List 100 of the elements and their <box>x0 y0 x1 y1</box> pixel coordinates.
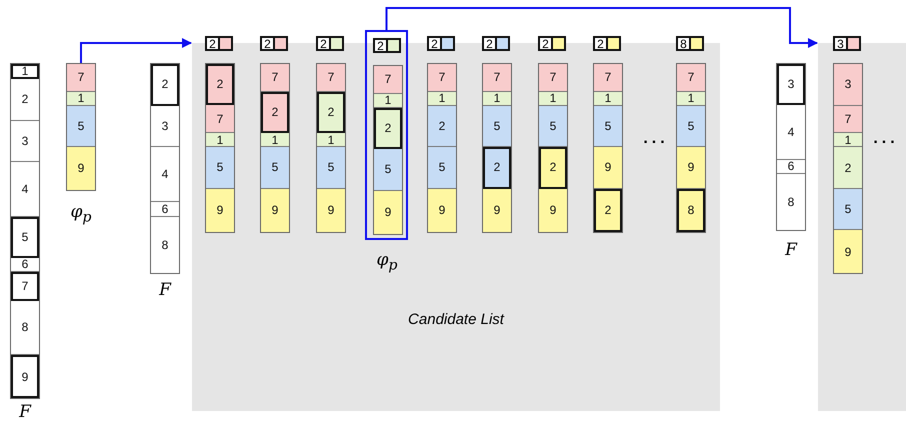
key-tag <box>538 36 566 51</box>
number-cell: 7 <box>594 64 622 92</box>
number-cell: 6 <box>11 258 39 272</box>
number-cell: 5 <box>206 147 234 189</box>
number-cell: 8 <box>677 188 705 232</box>
ellipsis: ... <box>873 130 899 148</box>
key-tag <box>316 36 344 51</box>
number-cell: 3 <box>834 64 862 106</box>
key-tag <box>260 36 288 51</box>
key-digit: 3 <box>836 38 845 49</box>
number-cell: 9 <box>317 188 345 232</box>
number-cell: 1 <box>317 133 345 148</box>
key-tag <box>373 38 401 53</box>
number-cell: 9 <box>539 188 567 232</box>
number-cell: 6 <box>151 202 179 217</box>
cell-stack <box>150 63 180 274</box>
number-cell: 1 <box>677 92 705 106</box>
cell-stack <box>593 63 623 233</box>
key-digit: 2 <box>319 38 328 49</box>
number-cell: 1 <box>374 94 402 108</box>
number-cell: 5 <box>483 106 511 148</box>
number-cell: 2 <box>374 108 402 150</box>
cell-stack <box>538 63 568 233</box>
cell-stack <box>205 63 235 233</box>
number-cell: 7 <box>261 64 289 92</box>
number-cell: 9 <box>67 146 95 190</box>
key-tag <box>427 36 455 51</box>
highlight-frame <box>365 30 408 240</box>
number-cell: 2 <box>206 64 234 106</box>
number-cell: 7 <box>428 64 456 92</box>
key-digit: 2 <box>485 38 494 49</box>
number-cell: 2 <box>428 106 456 148</box>
number-cell: 9 <box>374 190 402 234</box>
key-digit: 2 <box>596 38 605 49</box>
number-cell: 5 <box>374 149 402 191</box>
number-cell: 2 <box>539 147 567 189</box>
variable-label: F <box>159 280 171 300</box>
cell-stack <box>482 63 512 233</box>
number-cell: 9 <box>594 147 622 189</box>
number-cell: 9 <box>483 188 511 232</box>
cell-stack <box>676 63 706 233</box>
number-cell: 9 <box>428 188 456 232</box>
key-tag <box>833 36 861 51</box>
number-cell: 5 <box>428 147 456 189</box>
number-cell: 1 <box>483 92 511 106</box>
cell-stack <box>260 63 290 233</box>
number-cell: 3 <box>151 106 179 148</box>
key-digit: 2 <box>208 38 217 49</box>
key-tag <box>482 36 510 51</box>
number-cell: 7 <box>539 64 567 92</box>
variable-label: F <box>785 240 797 260</box>
number-cell: 3 <box>11 120 39 162</box>
key-digit: 2 <box>263 38 272 49</box>
variable-label: φ$_{p}$ <box>376 250 398 274</box>
cell-stack <box>833 63 863 274</box>
number-cell: 7 <box>483 64 511 92</box>
number-cell: 1 <box>834 133 862 148</box>
number-cell: 5 <box>317 147 345 189</box>
cell-stack <box>776 63 806 231</box>
key-digit: 2 <box>376 40 385 51</box>
number-cell: 5 <box>11 217 39 258</box>
number-cell: 3 <box>777 64 805 106</box>
cell-stack <box>427 63 457 233</box>
variable-label: φ$_{p}$ <box>70 202 92 226</box>
number-cell: 2 <box>151 64 179 106</box>
arrow <box>80 38 192 63</box>
number-cell: 7 <box>374 66 402 94</box>
key-digit: 8 <box>679 38 688 49</box>
number-cell: 1 <box>67 92 95 106</box>
number-cell: 5 <box>594 106 622 148</box>
cell-stack <box>316 63 346 233</box>
number-cell: 1 <box>428 92 456 106</box>
panel-title: Candidate List <box>407 311 506 328</box>
number-cell: 1 <box>594 92 622 106</box>
key-digit: 2 <box>430 38 439 49</box>
number-cell: 7 <box>317 64 345 92</box>
number-cell: 5 <box>539 106 567 148</box>
number-cell: 2 <box>483 147 511 189</box>
number-cell: 8 <box>11 300 39 356</box>
number-cell: 9 <box>677 147 705 189</box>
number-cell: 9 <box>11 355 39 398</box>
arrow <box>386 7 818 48</box>
cell-stack <box>10 63 40 399</box>
number-cell: 2 <box>834 147 862 189</box>
cell-stack <box>373 65 403 235</box>
number-cell: 9 <box>261 188 289 232</box>
number-cell: 7 <box>206 105 234 134</box>
number-cell: 2 <box>317 92 345 134</box>
number-cell: 7 <box>11 272 39 301</box>
number-cell: 5 <box>834 188 862 230</box>
number-cell: 7 <box>67 64 95 92</box>
number-cell: 5 <box>261 147 289 189</box>
variable-label: F <box>19 402 31 422</box>
number-cell: 1 <box>11 64 39 79</box>
number-cell: 2 <box>261 92 289 134</box>
number-cell: 1 <box>206 133 234 148</box>
number-cell: 9 <box>206 188 234 232</box>
number-cell: 2 <box>594 188 622 232</box>
key-digit: 2 <box>541 38 550 49</box>
key-tag <box>676 36 704 51</box>
